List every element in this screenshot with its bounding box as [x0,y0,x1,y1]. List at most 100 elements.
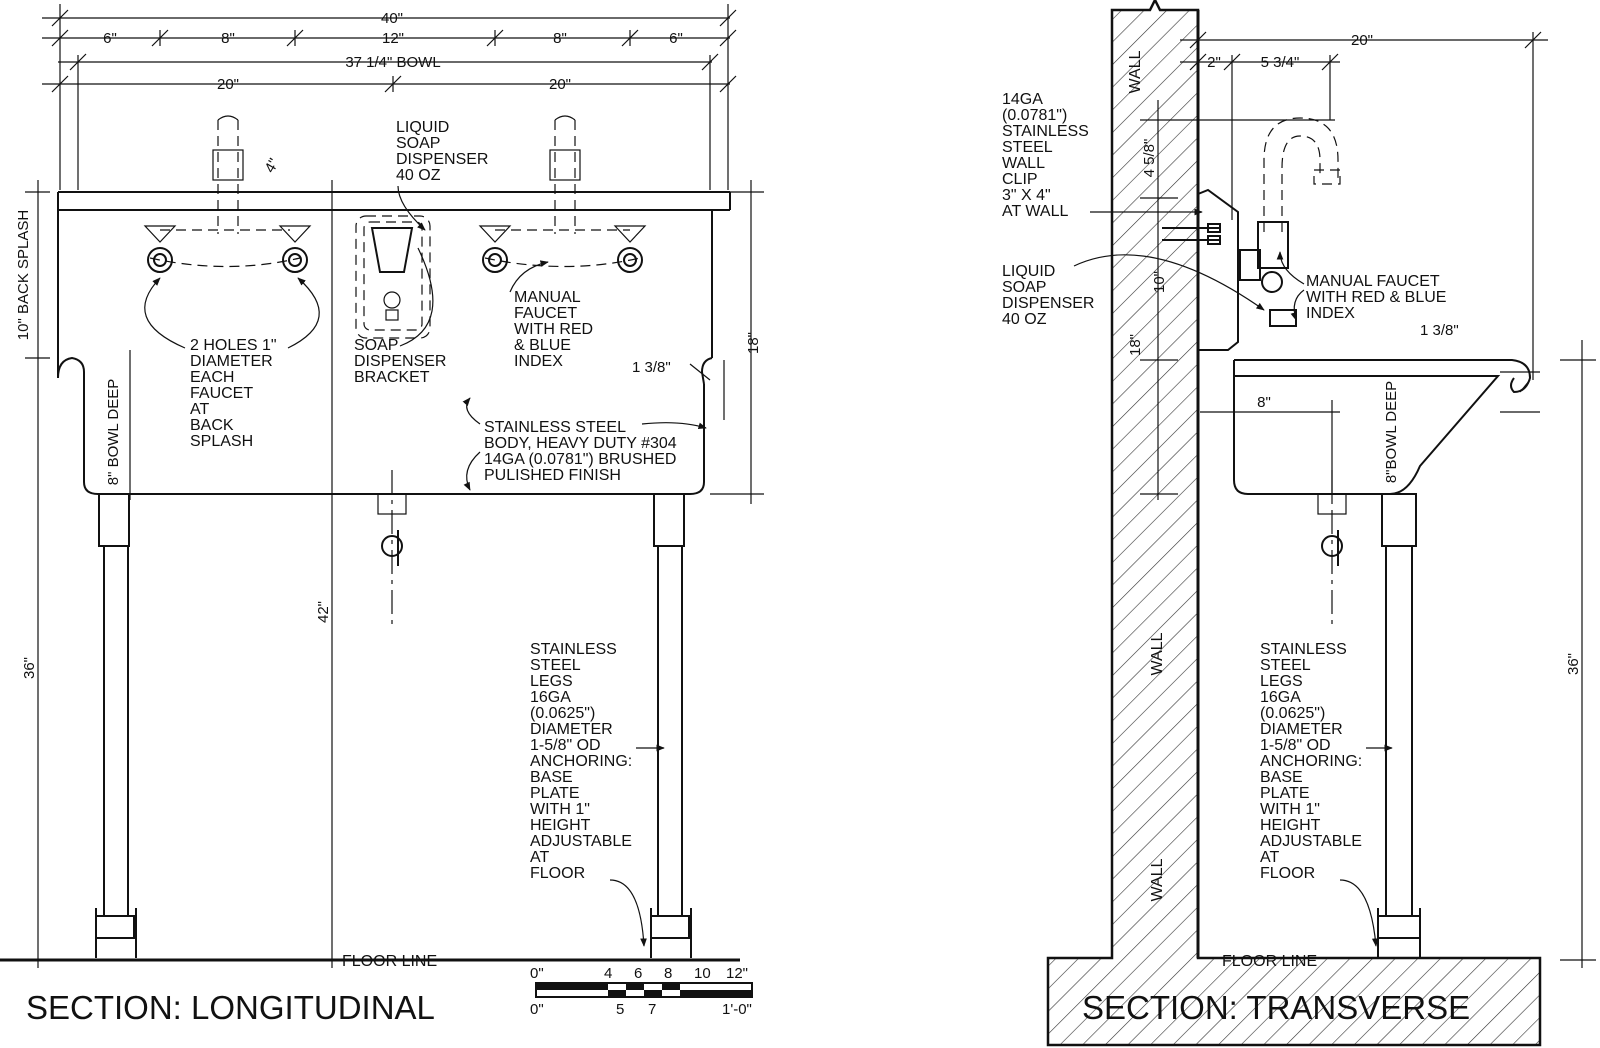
note-line: STAINLESS [1260,641,1347,658]
dim-20-left: 20" [217,76,239,93]
graphic-scale: 0" 4 6 8 10 12" 0" 5 7 1'-0" [530,965,753,1018]
note-line: 3" X 4" [1002,187,1051,204]
wall-labels: WALL WALL WALL [1127,50,1166,901]
note-line: STAINLESS [1002,123,1089,140]
note-line: (0.0625") [530,705,595,722]
wall-label-middle: WALL [1149,632,1166,675]
scale-label: 5 [616,1001,624,1018]
note-line: 40 OZ [396,167,441,184]
note-line: ANCHORING: [530,753,632,770]
scale-label: 6 [634,965,642,982]
floor-line-label-transverse: FLOOR LINE [1222,953,1317,970]
note-line: HEIGHT [530,817,591,834]
note-line: STEEL [1002,139,1053,156]
note-line: WITH RED [514,321,593,338]
note-line: SOAP [1002,279,1046,296]
note-line: LEGS [530,673,573,690]
top-dimension-lines-transverse [1140,31,1596,968]
dim-8-transverse: 8" [1257,394,1271,411]
note-line: (0.0781") [1002,107,1067,124]
note-line: INDEX [514,353,563,370]
note-line: LIQUID [1002,263,1055,280]
vertical-dimension-lines-longitudinal [25,180,764,968]
dim-1-3-8-left: 1 3/8" [632,359,671,376]
dim-4-5-8: 4 5/8" [1141,139,1158,178]
note-line: AT WALL [1002,203,1068,220]
note-line: 14GA [1002,91,1043,108]
note-soap-bracket: SOAP DISPENSER BRACKET [354,337,446,386]
wall-label-bottom: WALL [1149,858,1166,901]
faucet-left-assembly [143,115,312,273]
dim-10: 10" [1151,271,1168,293]
note-line: 1-5/8" OD [530,737,601,754]
dim-bowl-deep-longitudinal: 8" BOWL DEEP [105,379,122,485]
dim-42: 42" [315,601,332,623]
faucet-right-assembly [478,115,647,273]
note-line: ADJUSTABLE [530,833,632,850]
note-line: DISPENSER [396,151,488,168]
wall-label-top: WALL [1127,50,1144,93]
dim-1-3-8-transverse: 1 3/8" [1420,322,1459,339]
note-line: WITH 1" [1260,801,1320,818]
dim-overall-40: 40" [381,10,403,27]
note-line: (0.0625") [1260,705,1325,722]
note-line: MANUAL [514,289,581,306]
scale-label: 1'-0" [722,1001,752,1018]
note-legs-longitudinal: STAINLESS STEEL LEGS 16GA (0.0625") DIAM… [530,641,632,882]
longitudinal-title: SECTION: LONGITUDINAL [26,989,435,1026]
dim-6-left: 6" [103,30,117,47]
note-line: WALL [1002,155,1045,172]
note-line: SOAP [396,135,440,152]
scale-label: 0" [530,1001,544,1018]
dim-4: 4" [261,156,283,176]
dim-20-right: 20" [549,76,571,93]
drain-centerline [377,470,407,630]
scale-label: 8 [664,965,672,982]
scale-label: 4 [604,965,612,982]
note-line: DIAMETER [190,353,273,370]
dim-18-right: 18" [745,332,762,354]
note-line: BACK [190,417,234,434]
leader-arrows-longitudinal [144,185,711,947]
note-line: DIAMETER [530,721,613,738]
note-legs-transverse: STAINLESS STEEL LEGS 16GA (0.0625") DIAM… [1260,641,1362,882]
note-line: 1-5/8" OD [1260,737,1331,754]
note-line: LEGS [1260,673,1303,690]
note-line: PLATE [530,785,580,802]
dim-36-left: 36" [21,657,38,679]
top-dimension-labels-transverse: 20" 2" 5 3/4" 4 5/8" 10" 18" 8" 1 3/8" 8… [1127,32,1582,675]
note-line: ADJUSTABLE [1260,833,1362,850]
note-line: BRACKET [354,369,430,386]
note-line: FLOOR [1260,865,1315,882]
leg-right [650,493,692,958]
note-line: 2 HOLES 1" [190,337,277,354]
note-line: DISPENSER [354,353,446,370]
note-line: CLIP [1002,171,1038,188]
wall-clip [1162,188,1239,351]
scale-label: 12" [726,965,748,982]
note-manual-faucet-longitudinal: MANUAL FAUCET WITH RED & BLUE INDEX [514,289,593,370]
wall-hatch [1046,0,1542,1047]
note-line: BODY, HEAVY DUTY #304 [484,435,677,452]
note-line: STAINLESS [530,641,617,658]
note-line: EACH [190,369,234,386]
note-line: LIQUID [396,119,449,136]
dim-6-right: 6" [669,30,683,47]
note-line: SPLASH [190,433,253,450]
scale-label: 0" [530,965,544,982]
note-line: STEEL [1260,657,1311,674]
note-line: FLOOR [530,865,585,882]
dim-bowl-length: 37 1/4" BOWL [345,54,440,71]
note-line: AT [1260,849,1279,866]
soap-dispenser-front [355,215,431,339]
faucet-side [1239,117,1341,327]
dim-8-left: 8" [221,30,235,47]
note-body-material: STAINLESS STEEL BODY, HEAVY DUTY #304 14… [484,419,677,484]
dim-20-transverse: 20" [1351,32,1373,49]
dim-36-transverse: 36" [1565,653,1582,675]
note-line: DIAMETER [1260,721,1343,738]
transverse-title: SECTION: TRANSVERSE [1082,989,1470,1026]
note-line: AT [190,401,209,418]
leg-left [95,493,137,958]
note-line: 14GA (0.0781") BRUSHED [484,451,676,468]
